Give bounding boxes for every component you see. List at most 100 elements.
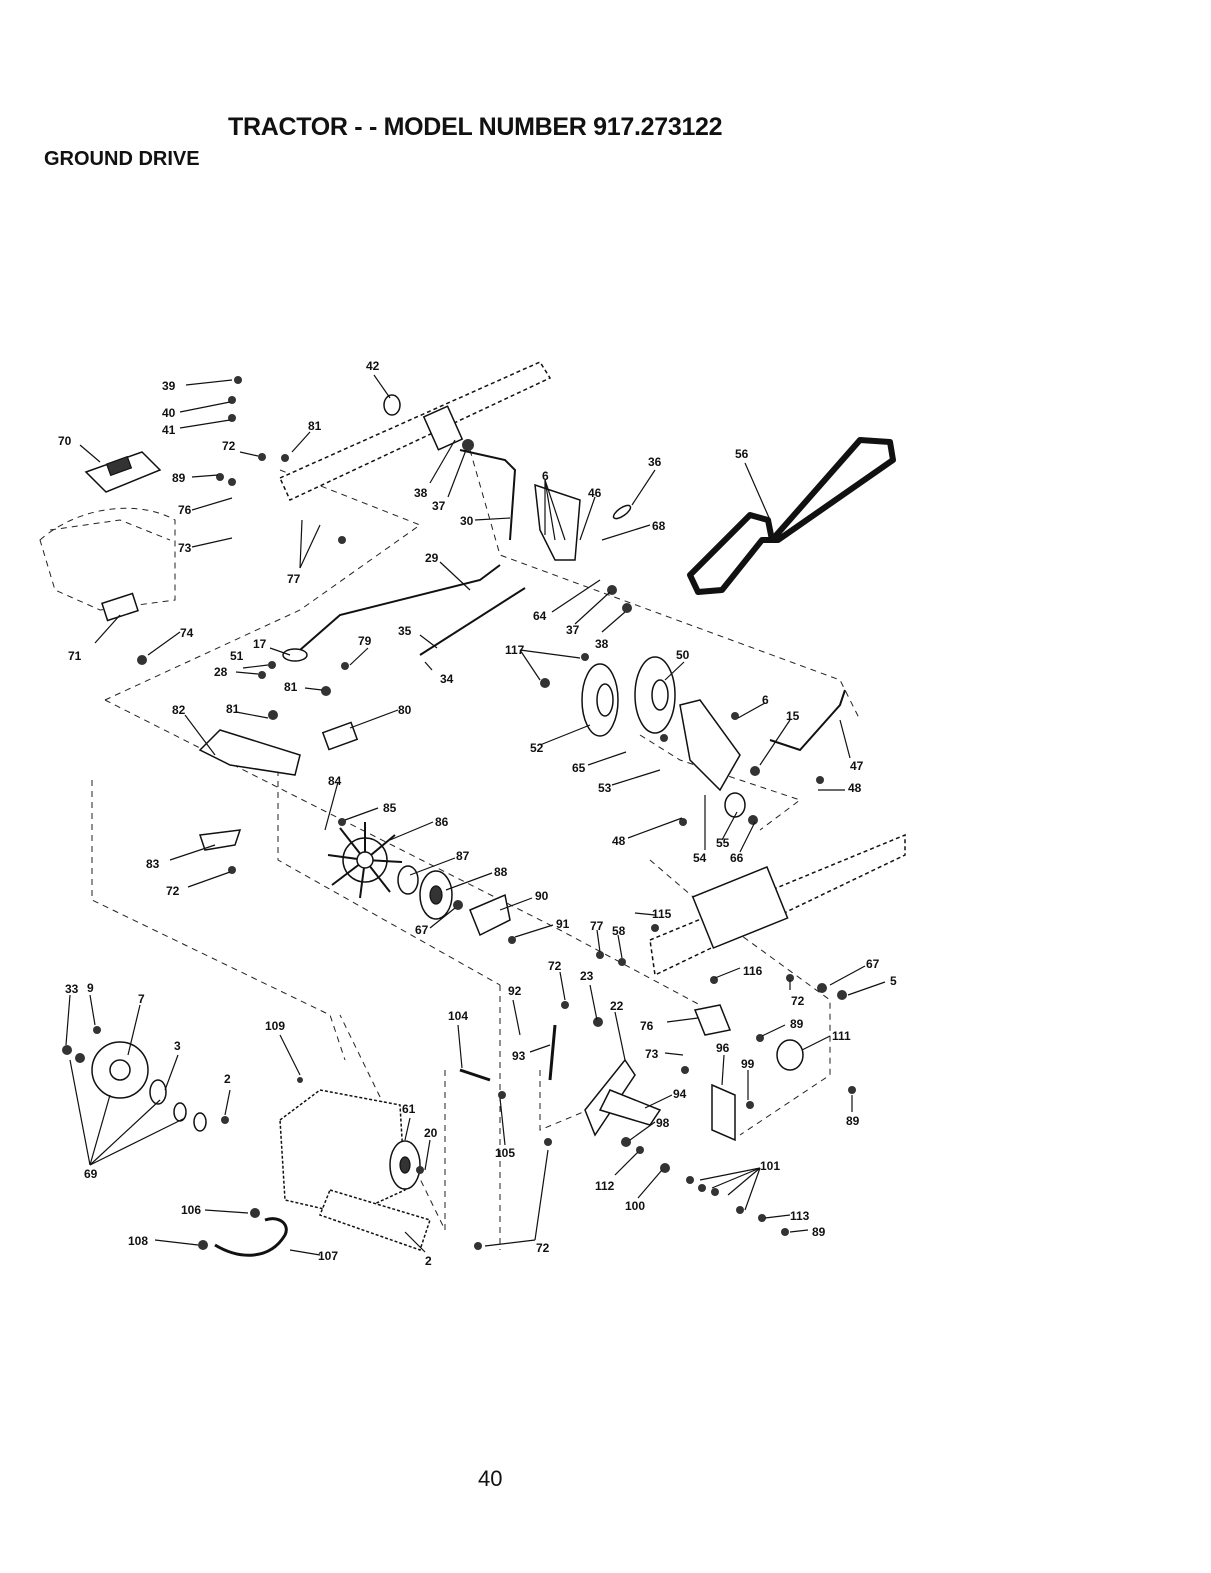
callout-96: 96 bbox=[716, 1041, 730, 1055]
callout-92: 92 bbox=[508, 984, 522, 998]
callout-106: 106 bbox=[181, 1203, 201, 1217]
callout-9: 9 bbox=[87, 981, 94, 995]
callout-89: 89 bbox=[846, 1114, 860, 1128]
frame-rail-lower bbox=[649, 833, 906, 977]
callout-72: 72 bbox=[791, 994, 805, 1008]
lever-82 bbox=[198, 729, 301, 776]
idler-bracket bbox=[679, 699, 741, 792]
callout-87: 87 bbox=[456, 849, 470, 863]
callout-40: 40 bbox=[162, 406, 176, 420]
callout-69: 69 bbox=[84, 1167, 98, 1181]
callout-111: 111 bbox=[832, 1029, 851, 1043]
cable-29 bbox=[299, 564, 501, 651]
bracket-71 bbox=[101, 592, 139, 622]
callout-30: 30 bbox=[460, 514, 474, 528]
section-heading: GROUND DRIVE bbox=[44, 148, 200, 170]
callout-70: 70 bbox=[58, 434, 72, 448]
callout-80: 80 bbox=[398, 703, 412, 717]
callout-100: 100 bbox=[625, 1199, 645, 1213]
pulley-50 bbox=[634, 656, 676, 734]
callout-116: 116 bbox=[743, 964, 763, 978]
callout-34: 34 bbox=[440, 672, 454, 686]
callout-88: 88 bbox=[494, 865, 508, 879]
callout-48: 48 bbox=[848, 781, 862, 795]
callout-55: 55 bbox=[716, 836, 730, 850]
callout-48: 48 bbox=[612, 834, 626, 848]
callout-38: 38 bbox=[595, 637, 609, 651]
transaxle bbox=[279, 1089, 431, 1251]
frame-rail-upper bbox=[279, 361, 552, 502]
bracket-90 bbox=[469, 893, 511, 937]
callout-72: 72 bbox=[548, 959, 562, 973]
callout-46: 46 bbox=[588, 486, 602, 500]
callout-50: 50 bbox=[676, 648, 690, 662]
callout-64: 64 bbox=[533, 609, 547, 623]
bushing-111 bbox=[776, 1039, 804, 1071]
callout-86: 86 bbox=[435, 815, 449, 829]
plate-94 bbox=[598, 1089, 662, 1126]
callout-2: 2 bbox=[224, 1072, 231, 1086]
callout-81: 81 bbox=[284, 680, 298, 694]
callout-22: 22 bbox=[610, 999, 624, 1013]
callout-107: 107 bbox=[318, 1249, 338, 1263]
callout-113: 113 bbox=[790, 1209, 810, 1223]
callout-6: 6 bbox=[762, 693, 769, 707]
callout-67: 67 bbox=[866, 957, 880, 971]
callout-68: 68 bbox=[652, 519, 666, 533]
bushing-42 bbox=[383, 394, 401, 416]
hardware bbox=[62, 376, 856, 1250]
callout-108: 108 bbox=[128, 1234, 148, 1248]
callout-74: 74 bbox=[180, 626, 194, 640]
callout-98: 98 bbox=[656, 1116, 670, 1130]
pulley-52 bbox=[581, 663, 619, 737]
wheel-hub bbox=[91, 1041, 207, 1132]
callout-36: 36 bbox=[648, 455, 662, 469]
callout-76: 76 bbox=[640, 1019, 654, 1033]
callout-66: 66 bbox=[730, 851, 744, 865]
rod-93 bbox=[548, 1024, 557, 1081]
bracket-83 bbox=[198, 829, 242, 851]
spring-17 bbox=[282, 648, 308, 662]
callout-79: 79 bbox=[358, 634, 372, 648]
callout-112: 112 bbox=[595, 1179, 615, 1193]
callout-109: 109 bbox=[265, 1019, 285, 1033]
callout-72: 72 bbox=[536, 1241, 550, 1255]
callout-53: 53 bbox=[598, 781, 612, 795]
callout-33: 33 bbox=[65, 982, 79, 996]
leader-lines bbox=[65, 374, 886, 1256]
callout-28: 28 bbox=[214, 665, 228, 679]
callout-17: 17 bbox=[253, 637, 267, 651]
callout-73: 73 bbox=[645, 1047, 659, 1061]
drive-belt bbox=[687, 437, 896, 595]
callout-23: 23 bbox=[580, 969, 594, 983]
callout-101: 101 bbox=[760, 1159, 780, 1173]
spring-36 bbox=[612, 504, 632, 520]
spacer-55 bbox=[724, 792, 746, 818]
page-title: TRACTOR - - MODEL NUMBER 917.273122 bbox=[228, 113, 723, 141]
callout-65: 65 bbox=[572, 761, 586, 775]
callout-73: 73 bbox=[178, 541, 192, 555]
callout-42: 42 bbox=[366, 359, 380, 373]
callout-105: 105 bbox=[495, 1146, 515, 1160]
callout-115: 115 bbox=[652, 907, 672, 921]
callout-82: 82 bbox=[172, 703, 186, 717]
bracket-76 bbox=[693, 1004, 732, 1036]
callout-83: 83 bbox=[146, 857, 160, 871]
callout-91: 91 bbox=[556, 917, 570, 931]
callout-93: 93 bbox=[512, 1049, 526, 1063]
callout-6: 6 bbox=[542, 469, 549, 483]
lever-6 bbox=[534, 483, 581, 561]
callout-35: 35 bbox=[398, 624, 412, 638]
callout-41: 41 bbox=[162, 423, 176, 437]
callout-81: 81 bbox=[308, 419, 322, 433]
plate-99 bbox=[711, 1083, 736, 1142]
callout-51: 51 bbox=[230, 649, 244, 663]
callout-89: 89 bbox=[812, 1225, 826, 1239]
callout-72: 72 bbox=[222, 439, 236, 453]
callout-89: 89 bbox=[790, 1017, 804, 1031]
callout-58: 58 bbox=[612, 924, 626, 938]
callout-85: 85 bbox=[383, 801, 397, 815]
vent-tube bbox=[214, 1217, 288, 1257]
callout-99: 99 bbox=[741, 1057, 755, 1071]
callout-5: 5 bbox=[890, 974, 897, 988]
